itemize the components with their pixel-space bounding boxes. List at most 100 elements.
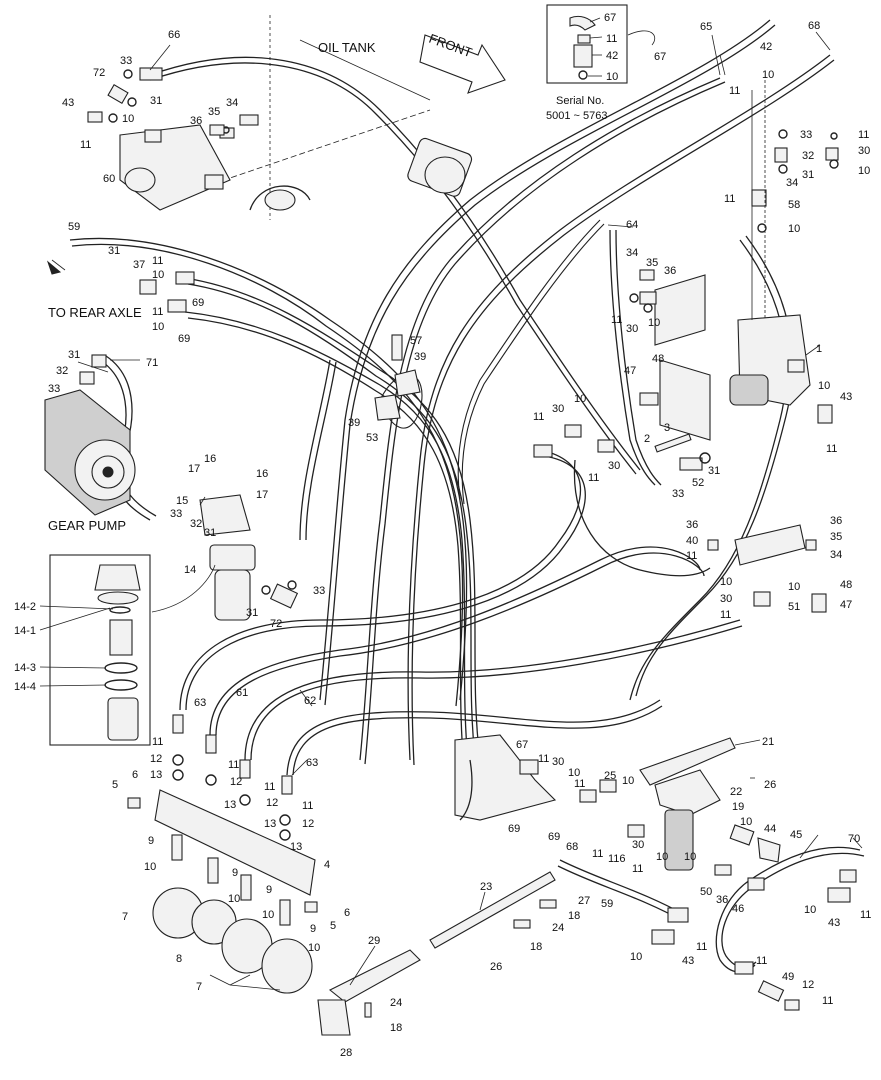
part-label: 34 — [830, 549, 842, 561]
part-label: 37 — [133, 259, 145, 271]
part-label: 30 — [858, 145, 870, 157]
part-label: 24 — [390, 997, 402, 1009]
part-label: 6 — [132, 769, 138, 781]
part-label: 12 — [802, 979, 814, 991]
part-label: 11 — [80, 139, 91, 151]
part-label: 35 — [646, 257, 658, 269]
part-label: 32 — [56, 365, 68, 377]
part-label: 42 — [760, 41, 772, 53]
part-label: 65 — [700, 21, 712, 33]
part-label: 10 — [144, 861, 156, 873]
part-label: 30 — [608, 460, 620, 472]
part-label: 10 — [606, 71, 618, 83]
part-label: 33 — [48, 383, 60, 395]
part-label: 43 — [62, 97, 74, 109]
part-label: 53 — [366, 432, 378, 444]
part-label: 14-1 — [14, 625, 36, 637]
part-label: 28 — [340, 1047, 352, 1059]
lower-linkage — [317, 871, 557, 1036]
part-label: 13 — [224, 799, 236, 811]
part-label: 11 — [538, 753, 549, 765]
part-label: 60 — [103, 173, 115, 185]
part-label: 9 — [148, 835, 154, 847]
part-label: 16 — [204, 453, 216, 465]
part-label: 11 — [592, 848, 603, 860]
part-label: 67 — [654, 51, 666, 63]
part-label: 13 — [264, 818, 276, 830]
part-label: 10 — [122, 113, 134, 125]
part-label: 59 — [68, 221, 80, 233]
part-label: 9 — [266, 884, 272, 896]
part-label: 10 — [574, 393, 586, 405]
part-label: 33 — [672, 488, 684, 500]
part-label: 10 — [228, 893, 240, 905]
part-label: 30 — [626, 323, 638, 335]
part-label: 11 — [152, 736, 163, 748]
gear-pump-label: GEAR PUMP — [48, 518, 126, 533]
part-label: 31 — [204, 527, 216, 539]
part-label: 31 — [246, 607, 258, 619]
part-label: 17 — [188, 463, 200, 475]
part-label: 17 — [256, 489, 268, 501]
part-label: 10 — [308, 942, 320, 954]
mid-fittings — [139, 124, 827, 613]
tank-fittings — [87, 67, 259, 139]
part-label: 39 — [414, 351, 426, 363]
part-label: 57 — [410, 335, 422, 347]
part-label: 14-3 — [14, 662, 36, 674]
part-label: 11 — [533, 411, 544, 423]
part-label: 11 — [858, 129, 869, 141]
front-arrow — [419, 34, 506, 94]
part-label: 11 — [756, 955, 767, 967]
part-label: 11 — [724, 193, 735, 205]
part-label: 26 — [490, 961, 502, 973]
part-label: 11 — [152, 306, 163, 318]
part-label: 4 — [324, 859, 330, 871]
part-label: 72 — [93, 67, 105, 79]
part-label: 68 — [808, 20, 820, 32]
part-label: 31 — [68, 349, 80, 361]
part-label: 42 — [606, 50, 618, 62]
part-label: 36 — [190, 115, 202, 127]
accumulator-group — [127, 714, 318, 994]
part-label: 64 — [626, 219, 638, 231]
part-label: 10 — [720, 576, 732, 588]
part-label: 10 — [152, 269, 164, 281]
serial-inset-box — [546, 4, 656, 84]
part-label: 63 — [194, 697, 206, 709]
part-label: 16 — [256, 468, 268, 480]
part-label: 52 — [692, 477, 704, 489]
filter-assembly — [199, 494, 299, 621]
valve-block — [729, 80, 839, 424]
part-label: 32 — [190, 518, 202, 530]
part-label: 69 — [548, 831, 560, 843]
part-label: 10 — [858, 165, 870, 177]
part-label: 43 — [840, 391, 852, 403]
part-label: 44 — [764, 823, 776, 835]
part-label: 10 — [804, 904, 816, 916]
part-label: 47 — [624, 365, 636, 377]
part-label: 14-4 — [14, 681, 36, 693]
part-label: 10 — [656, 851, 668, 863]
part-label: 30 — [720, 593, 732, 605]
part-label: 33 — [800, 129, 812, 141]
part-label: 18 — [568, 910, 580, 922]
part-label: 50 — [700, 886, 712, 898]
part-label: 30 — [632, 839, 644, 851]
part-label: 15 — [176, 495, 188, 507]
part-label: 11 — [611, 314, 622, 326]
part-label: 61 — [236, 687, 248, 699]
part-label: 27 — [578, 895, 590, 907]
part-label: 12 — [266, 797, 278, 809]
part-label: 10 — [648, 317, 660, 329]
part-label: 8 — [176, 953, 182, 965]
serial-caption-line2: 5001 ~ 5763 — [546, 110, 607, 122]
part-label: 34 — [226, 97, 238, 109]
part-label: 31 — [150, 95, 162, 107]
part-label: 1 — [816, 343, 822, 355]
part-label: 10 — [762, 69, 774, 81]
part-label: 34 — [786, 177, 798, 189]
part-label: 10 — [818, 380, 830, 392]
